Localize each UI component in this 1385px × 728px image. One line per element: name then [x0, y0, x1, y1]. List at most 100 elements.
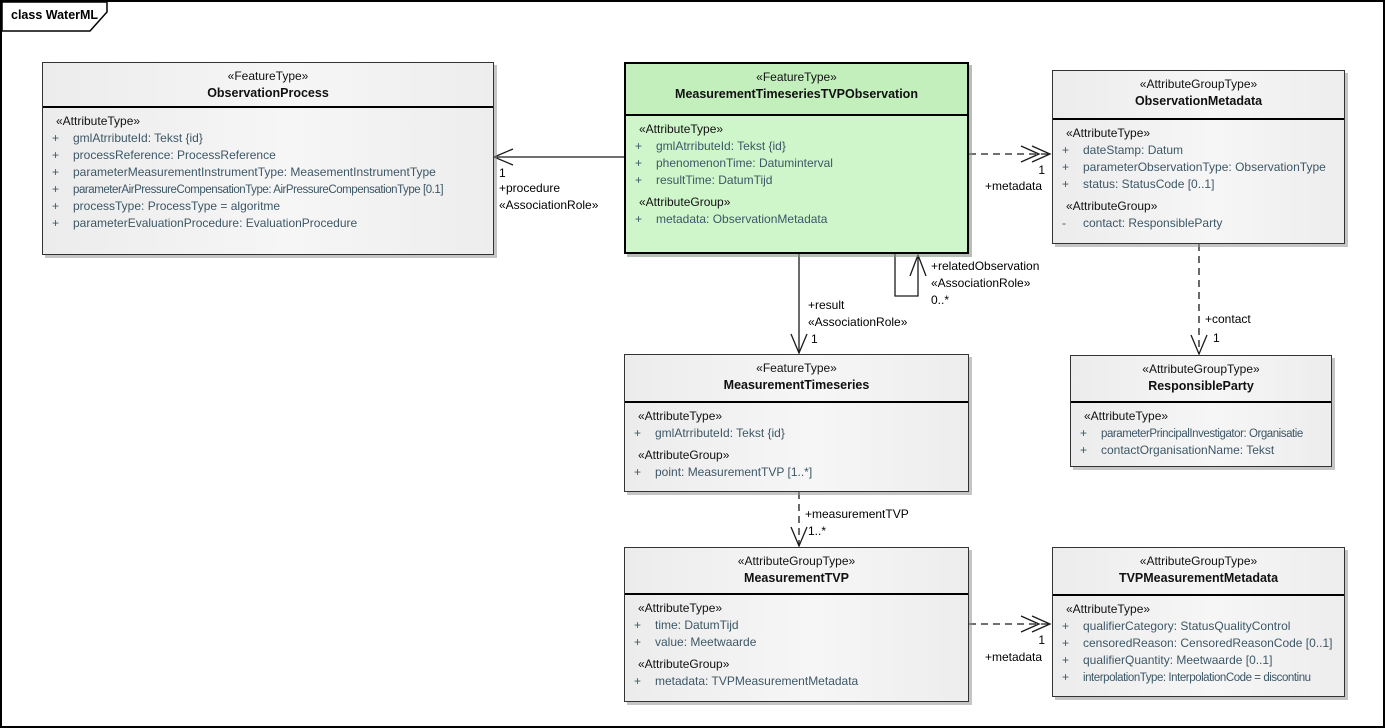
class-stereotype: «FeatureType» [756, 70, 837, 84]
attribute-row: +gmlAtrributeId: Tekst {id} [43, 130, 493, 147]
section-stereotype: «AttributeType» [56, 114, 141, 128]
label-measurement-tvp-role: +measurementTVP [805, 507, 909, 521]
connector-metadata-tvp[interactable] [969, 615, 1052, 633]
attribute-text: parameterAirPressureCompensationType: Ai… [73, 184, 444, 196]
attribute-compartment: «AttributeType» +gmlAtrributeId: Tekst {… [43, 108, 493, 232]
visibility: + [1062, 653, 1070, 667]
visibility: + [1062, 143, 1070, 157]
visibility: + [1080, 426, 1088, 440]
open-arrowhead-icon [1020, 615, 1041, 633]
visibility: + [635, 212, 643, 226]
label-metadata-tvp-multiplicity: 1 [1038, 633, 1045, 647]
connector-procedure[interactable] [492, 148, 624, 166]
connector-related-observation-selfloop[interactable] [894, 253, 927, 297]
section-stereotype: «AttributeGroup» [638, 448, 730, 462]
class-header: «AttributeGroupType» ObservationMetadata [1053, 71, 1344, 120]
frame-tab [2, 2, 108, 32]
attribute-row: +status: StatusCode [0..1] [1053, 176, 1344, 193]
attribute-text: parameterPrincipalInvestigator: Organisa… [1101, 428, 1303, 440]
class-tvp-measurement-metadata[interactable]: «AttributeGroupType» TVPMeasurementMetad… [1052, 547, 1345, 697]
attribute-text: qualifierCategory: StatusQualityControl [1083, 619, 1291, 633]
attribute-row: +metadata: TVPMeasurementMetadata [625, 673, 968, 690]
class-header: «FeatureType» MeasurementTimeseries [625, 355, 968, 403]
attribute-row: +qualifierCategory: StatusQualityControl [1053, 618, 1344, 635]
class-stereotype: «AttributeGroupType» [737, 554, 856, 568]
class-measurement-timeseries-tvp-observation[interactable]: «FeatureType» MeasurementTimeseriesTVPOb… [624, 62, 969, 254]
attribute-text: processReference: ProcessReference [73, 148, 276, 162]
attribute-row: -contact: ResponsibleParty [1053, 215, 1344, 232]
attribute-row: +resultTime: DatumTijd [626, 172, 967, 189]
attribute-row: +censoredReason: CensoredReasonCode [0..… [1053, 635, 1344, 652]
section-stereotype: «AttributeGroup» [639, 195, 731, 209]
attribute-text: parameterMeasurementInstrumentType: Meas… [73, 165, 436, 179]
visibility: + [52, 216, 60, 230]
class-observation-metadata[interactable]: «AttributeGroupType» ObservationMetadata… [1052, 70, 1345, 244]
class-header: «AttributeGroupType» MeasurementTVP [625, 548, 968, 595]
label-contact-multiplicity: 1 [1213, 331, 1220, 345]
attribute-row: +dateStamp: Datum [1053, 142, 1344, 159]
class-stereotype: «AttributeGroupType» [1139, 77, 1258, 91]
open-arrowhead-icon [1031, 145, 1052, 163]
label-procedure-role: +procedure [499, 181, 561, 195]
class-header: «FeatureType» ObservationProcess [43, 63, 493, 108]
visibility: + [1062, 160, 1070, 174]
visibility: + [52, 182, 60, 196]
connector-result[interactable] [790, 254, 808, 355]
visibility: + [52, 199, 60, 213]
section-stereotype: «AttributeGroup» [1066, 199, 1158, 213]
attribute-text: gmlAtrributeId: Tekst {id} [655, 426, 785, 440]
attribute-row: +qualifierQuantity: Meetwaarde [0..1] [1053, 652, 1344, 669]
class-stereotype: «AttributeGroupType» [1139, 554, 1258, 568]
attribute-compartment: «AttributeType» +gmlAtrributeId: Tekst {… [625, 403, 968, 481]
attribute-row: +gmlAtrributeId: Tekst {id} [625, 425, 968, 442]
attribute-row: + processType: ProcessType = algoritme [43, 198, 493, 215]
label-related-observation-stereotype: «AssociationRole» [931, 276, 1031, 290]
class-name: TVPMeasurementMetadata [1118, 571, 1279, 585]
attribute-text: resultTime: DatumTijd [656, 173, 773, 187]
attribute-text: censoredReason: CensoredReasonCode [0..1… [1083, 636, 1333, 650]
attribute-text: parameterEvaluationProcedure: Evaluation… [73, 216, 358, 230]
attribute-text: value: Meetwaarde [655, 635, 757, 649]
connector-metadata-observation[interactable] [969, 145, 1052, 163]
class-name: MeasurementTVP [744, 571, 849, 585]
section-stereotype: «AttributeType» [638, 601, 723, 615]
label-result-role: +result [808, 298, 845, 312]
visibility: + [1062, 670, 1070, 684]
attribute-compartment: «AttributeType» +qualifierCategory: Stat… [1053, 596, 1344, 686]
class-observation-process[interactable]: «FeatureType» ObservationProcess «Attrib… [42, 62, 494, 255]
class-header: «FeatureType» MeasurementTimeseriesTVPOb… [626, 64, 967, 116]
attribute-text: metadata: TVPMeasurementMetadata [655, 674, 859, 688]
section-stereotype: «AttributeType» [639, 122, 724, 136]
label-related-observation-multiplicity: 0..* [931, 293, 950, 307]
attribute-compartment: «AttributeType» +time: DatumTijd +value:… [625, 595, 968, 690]
attribute-row: +gmlAtrributeId: Tekst {id} [626, 138, 967, 155]
visibility: + [634, 465, 642, 479]
label-metadata-tvp-role: +metadata [984, 650, 1042, 664]
label-result-multiplicity: 1 [811, 332, 818, 346]
class-stereotype: «FeatureType» [756, 361, 837, 375]
label-procedure-multiplicity: 1 [499, 166, 506, 180]
attribute-text: contact: ResponsibleParty [1083, 216, 1223, 230]
visibility: + [1062, 177, 1070, 191]
class-measurement-tvp[interactable]: «AttributeGroupType» MeasurementTVP «Att… [624, 547, 969, 702]
attribute-compartment: «AttributeType» + parameterPrincipalInves… [1071, 403, 1331, 459]
class-header: «AttributeGroupType» ResponsibleParty [1071, 356, 1331, 403]
section-stereotype: «AttributeType» [1084, 409, 1169, 423]
attribute-compartment: «AttributeType» +dateStamp: Datum + param… [1053, 120, 1344, 232]
attribute-text: gmlAtrributeId: Tekst {id} [73, 131, 203, 145]
attribute-text: interpolationType: InterpolationCode = d… [1083, 672, 1311, 684]
open-arrowhead-icon [909, 253, 927, 277]
class-name: MeasurementTimeseries [723, 378, 870, 392]
attribute-text: processType: ProcessType = algoritme [73, 199, 281, 213]
attribute-text: metadata: ObservationMetadata [656, 212, 828, 226]
attribute-row: +parameterMeasurementInstrumentType: Mea… [43, 164, 493, 181]
class-measurement-timeseries[interactable]: «FeatureType» MeasurementTimeseries «Att… [624, 354, 969, 492]
open-arrowhead-icon [790, 526, 808, 548]
connector-contact[interactable] [1190, 244, 1208, 356]
section-stereotype: «AttributeType» [1066, 602, 1151, 616]
class-responsible-party[interactable]: «AttributeGroupType» ResponsibleParty «A… [1070, 355, 1332, 467]
visibility: + [52, 148, 60, 162]
attribute-text: parameterObservationType: ObservationTyp… [1083, 160, 1326, 174]
visibility: + [634, 635, 642, 649]
section-stereotype: «AttributeType» [1066, 126, 1151, 140]
